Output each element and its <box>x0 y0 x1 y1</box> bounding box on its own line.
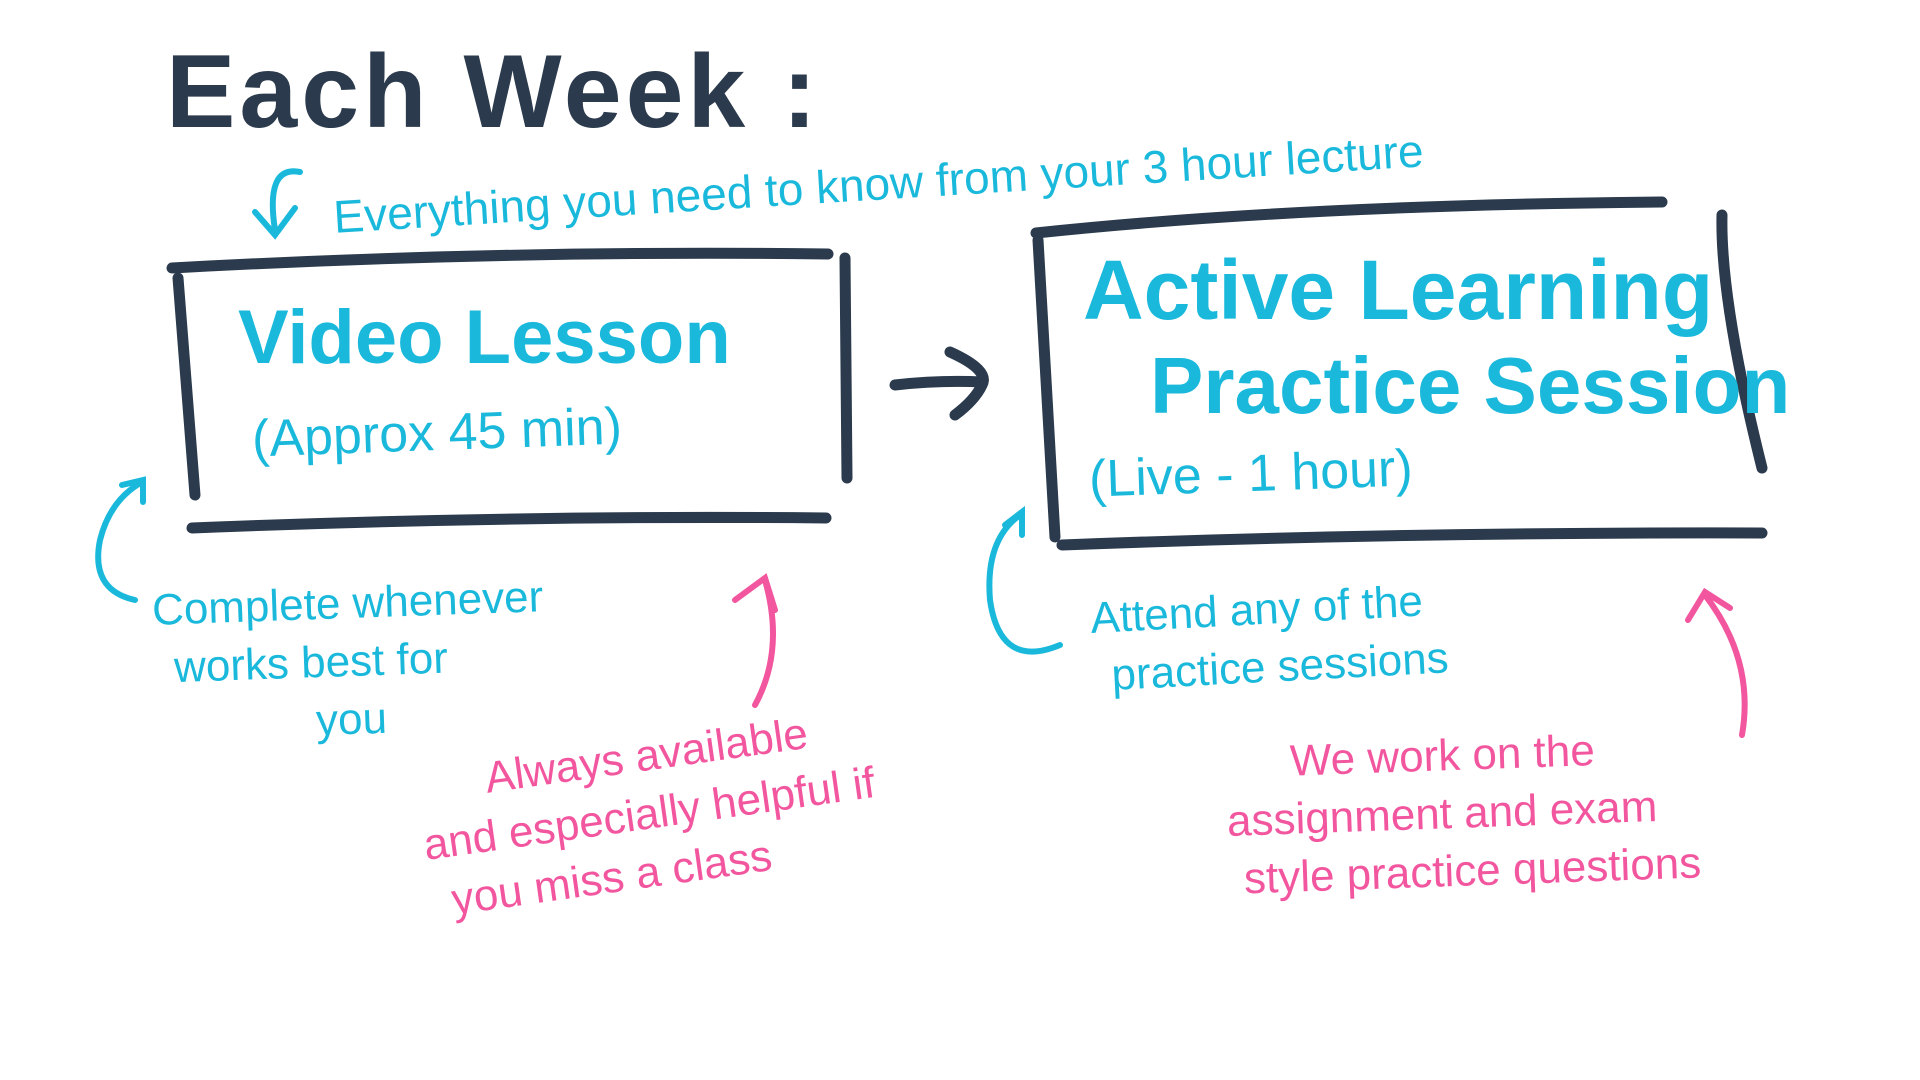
up-arrow-icon <box>1685 587 1748 738</box>
right-arrow-icon <box>889 346 989 421</box>
up-arrow-icon <box>732 573 778 708</box>
page-title: Each Week : <box>166 34 821 150</box>
practice-session-box <box>1030 196 1768 551</box>
practice-note-attend: Attend any of the practice sessions <box>1089 571 1450 705</box>
curved-up-arrow-icon <box>95 476 146 603</box>
down-arrow-icon <box>252 168 303 240</box>
practice-session-title-line2: Practice Session <box>1150 341 1791 430</box>
curved-up-arrow-icon <box>986 505 1063 655</box>
video-lesson-title: Video Lesson <box>238 295 731 380</box>
practice-note-work: We work on the assignment and exam style… <box>1224 719 1702 909</box>
practice-session-duration: (Live - 1 hour) <box>1088 439 1414 509</box>
video-lesson-box <box>166 247 853 534</box>
practice-session-title-line1: Active Learning <box>1083 243 1714 337</box>
video-note-flexible: Complete whenever works best for you <box>151 568 548 756</box>
